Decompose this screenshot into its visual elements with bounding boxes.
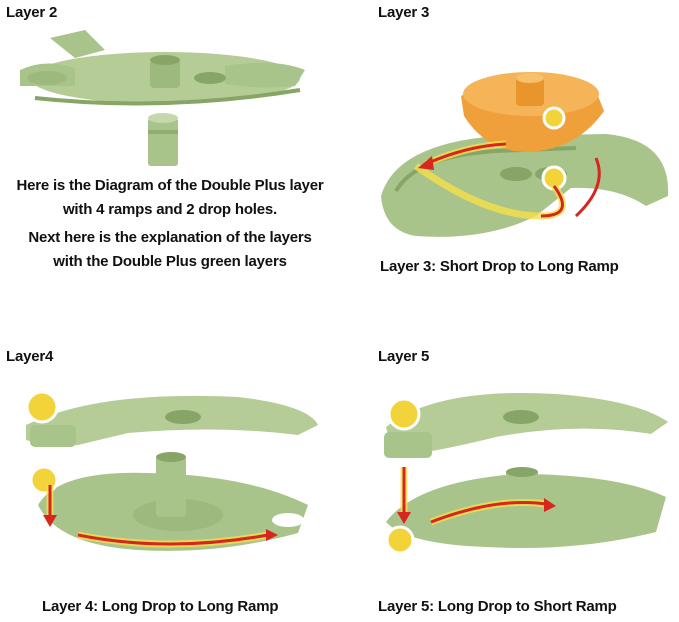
description-line-2: with 4 ramps and 2 drop holes. [62,201,278,218]
layer4-image [18,385,323,565]
caption-layer3: Layer 3: Short Drop to Long Ramp [380,258,619,275]
layer5-image [376,382,676,567]
description-line-4: with the Double Plus green layers [53,253,287,270]
description-line-1: Here is the Diagram of the Double Plus l… [16,177,324,194]
caption-layer4: Layer 4: Long Drop to Long Ramp [42,598,279,615]
panel-title-layer3: Layer 3 [378,4,430,21]
caption-layer5: Layer 5: Long Drop to Short Ramp [378,598,617,615]
description-line-3: Next here is the explanation of the laye… [28,229,312,246]
layer3-image [376,66,676,246]
panel-title-layer5: Layer 5 [378,348,430,365]
panel-title-layer2: Layer 2 [6,4,58,21]
panel-title-layer4: Layer4 [6,348,54,365]
layer2-image [15,28,315,173]
description-block: Here is the Diagram of the Double Plus l… [0,174,340,274]
